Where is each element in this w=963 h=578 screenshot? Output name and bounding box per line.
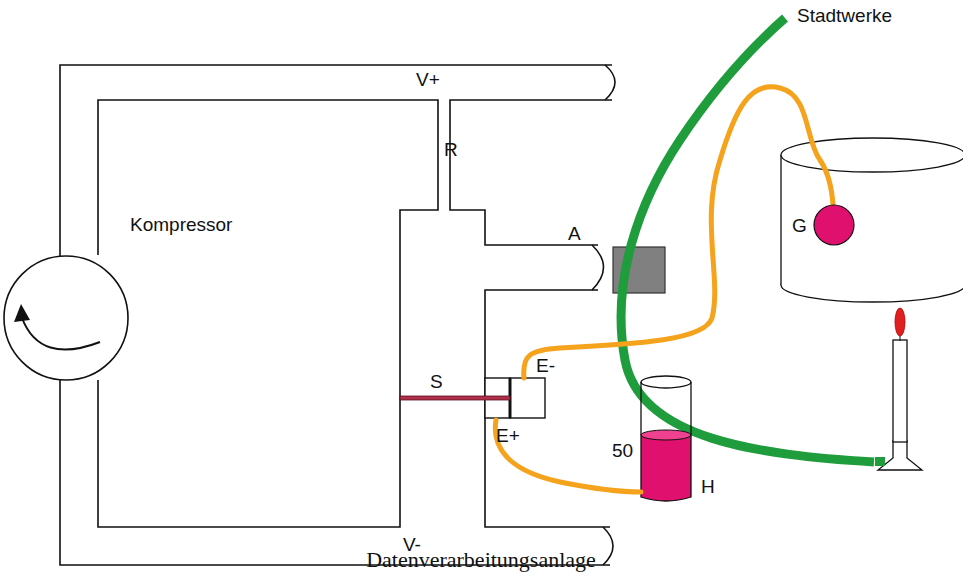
inner-pipe-wall (98, 100, 438, 527)
container-g (781, 138, 963, 302)
part-label: E- (536, 356, 555, 375)
pipe-end-v-plus (605, 65, 615, 100)
part-label: Stadtwerke (797, 6, 892, 25)
part-label: E+ (496, 426, 520, 445)
wire-e-minus (524, 87, 833, 378)
wire-e-plus (495, 420, 641, 492)
pipe-walls (60, 65, 615, 565)
lower-pipe-wall (485, 290, 610, 527)
part-label: V+ (416, 70, 440, 89)
part-label: S (430, 372, 443, 391)
cylinder-right (510, 378, 545, 418)
upper-pipe-wall (450, 100, 612, 245)
pipe-end-v-minus (603, 527, 613, 565)
container-top (781, 138, 963, 172)
part-label: H (701, 477, 715, 496)
part-label: 50 (612, 441, 633, 460)
container-side (780, 155, 781, 285)
pipe-end-a (592, 245, 604, 290)
wires (495, 87, 833, 492)
part-label: A (568, 224, 581, 243)
outer-pipe-wall (60, 65, 612, 565)
part-label: Kompressor (130, 215, 232, 234)
rotation-arrowhead (14, 304, 30, 322)
beaker-h (641, 376, 691, 501)
compressor-circle (4, 256, 128, 380)
rotation-arrow (22, 318, 100, 350)
container-body (781, 155, 963, 285)
ball-g (814, 205, 854, 245)
bunsen-burner (875, 308, 922, 470)
part-label: G (792, 216, 807, 235)
gas-hose (621, 18, 874, 462)
part-label: R (444, 140, 458, 159)
piston-rod (400, 396, 510, 400)
caption: Datenverarbeitungsanlage (366, 549, 596, 571)
